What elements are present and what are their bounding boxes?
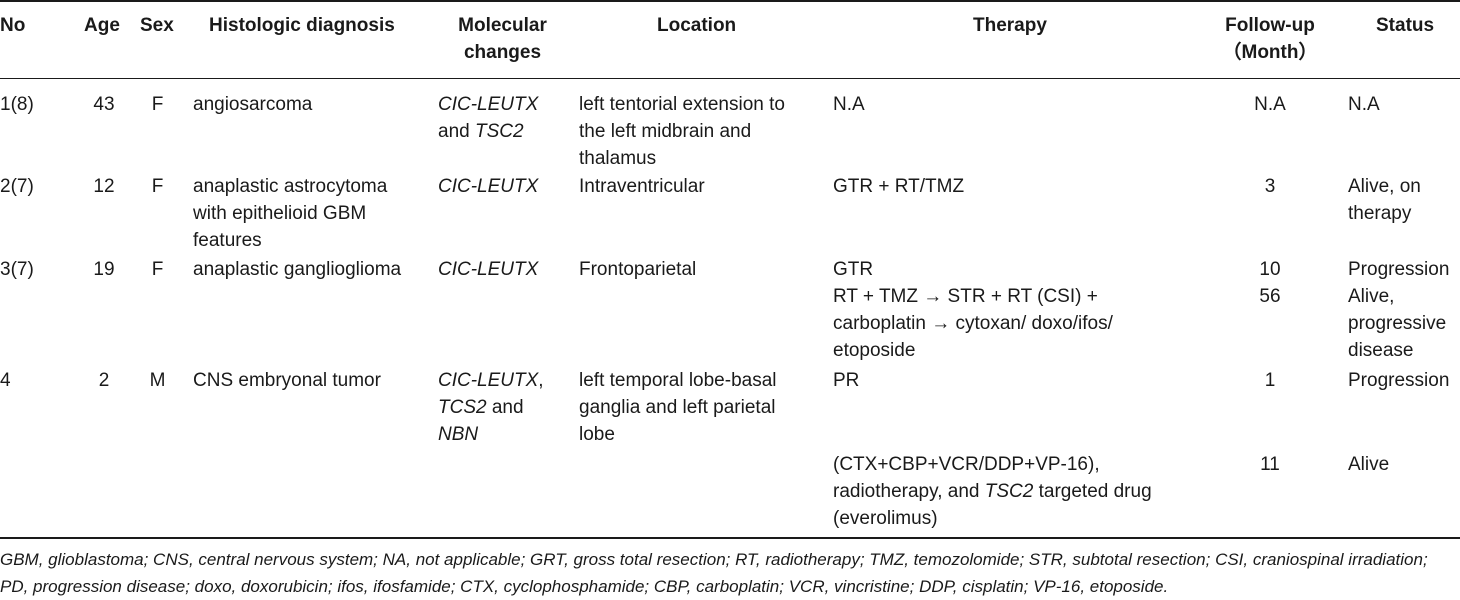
- cell-status: Progression: [1348, 370, 1450, 391]
- cell-molecular: CIC-LEUTX,: [438, 367, 544, 394]
- table-footnote: GBM, glioblastoma; CNS, central nervous …: [0, 550, 1428, 596]
- cell-no: 3(7): [0, 259, 34, 280]
- therapy-gene: TSC2: [984, 481, 1034, 502]
- cell-sex: F: [151, 176, 164, 197]
- cell-status-sub-line3: disease: [1348, 340, 1414, 361]
- cell-status-sub-line2: progressive: [1348, 313, 1447, 334]
- header-molecular-line1: Molecular: [458, 15, 547, 36]
- cell-status: Alive, on: [1348, 176, 1421, 197]
- cell-followup-sub: 56: [1259, 286, 1281, 307]
- molecular-gene: CIC-LEUTX: [438, 370, 539, 391]
- cell-status-line2: therapy: [1348, 203, 1412, 224]
- header-diagnosis: Histologic diagnosis: [209, 15, 395, 36]
- header-followup-line2: （Month）: [1222, 42, 1318, 63]
- cell-location: Frontoparietal: [579, 259, 697, 280]
- header-followup-line1: Follow-up: [1225, 15, 1315, 36]
- therapy-text: targeted drug: [1033, 481, 1152, 502]
- header-no: No: [0, 15, 26, 36]
- cell-molecular: CIC-LEUTX: [438, 176, 539, 197]
- table-top-rule: [0, 0, 1460, 2]
- molecular-joiner: and: [438, 121, 475, 142]
- header-age: Age: [84, 15, 120, 36]
- cell-followup: N.A: [1254, 94, 1286, 115]
- cell-molecular: CIC-LEUTX: [438, 94, 539, 115]
- cell-location-line3: lobe: [579, 424, 615, 445]
- cell-therapy-sub-line2: carboplatin → cytoxan/ doxo/ifos/: [833, 313, 1113, 334]
- header-sex: Sex: [140, 15, 174, 36]
- cell-therapy-sub-line3: etoposide: [833, 340, 916, 361]
- header-location: Location: [657, 15, 737, 36]
- molecular-joiner: and: [486, 397, 524, 418]
- cell-diagnosis-line3: features: [193, 230, 262, 251]
- cell-therapy: PR: [833, 370, 860, 391]
- cell-molecular-line2: and TSC2: [438, 118, 524, 145]
- cell-no: 2(7): [0, 176, 34, 197]
- cell-age: 43: [93, 94, 115, 115]
- cell-age: 12: [93, 176, 115, 197]
- cell-location-line2: ganglia and left parietal: [579, 397, 776, 418]
- cell-molecular-line2: TCS2 and: [438, 394, 524, 421]
- cell-location: left temporal lobe-basal: [579, 370, 777, 391]
- cell-therapy-sub: RT + TMZ → STR + RT (CSI) +: [833, 286, 1098, 307]
- cell-diagnosis: angiosarcoma: [193, 94, 313, 115]
- header-therapy: Therapy: [973, 15, 1047, 36]
- cell-sex: F: [151, 259, 164, 280]
- therapy-text: radiotherapy, and: [833, 481, 985, 502]
- table-bottom-rule: [0, 537, 1460, 539]
- cell-location-line3: thalamus: [579, 148, 657, 169]
- cell-followup: 3: [1264, 176, 1276, 197]
- cell-diagnosis: anaplastic ganglioglioma: [193, 259, 402, 280]
- cell-followup: 10: [1259, 259, 1281, 280]
- cell-diagnosis: anaplastic astrocytoma: [193, 176, 388, 197]
- cell-sex: F: [151, 94, 164, 115]
- cell-age: 19: [93, 259, 115, 280]
- molecular-gene: TCS2: [438, 397, 487, 418]
- molecular-gene: TSC2: [474, 121, 524, 142]
- cell-status: Progression: [1348, 259, 1450, 280]
- header-molecular-line2: changes: [463, 42, 542, 63]
- cell-therapy: N.A: [833, 94, 865, 115]
- cell-molecular: CIC-LEUTX: [438, 259, 539, 280]
- cell-status: N.A: [1348, 94, 1380, 115]
- cell-location: Intraventricular: [579, 176, 705, 197]
- cell-therapy: GTR + RT/TMZ: [833, 176, 965, 197]
- cell-sex: M: [149, 370, 166, 391]
- cell-status-sub: Alive,: [1348, 286, 1395, 307]
- cell-therapy: GTR: [833, 259, 874, 280]
- header-status: Status: [1376, 15, 1435, 36]
- cell-location: left tentorial extension to: [579, 94, 785, 115]
- cell-followup: 1: [1264, 370, 1276, 391]
- cell-therapy-sub-line2: radiotherapy, and TSC2 targeted drug: [833, 478, 1152, 505]
- cell-location-line2: the left midbrain and: [579, 121, 752, 142]
- cell-therapy-sub-line3: (everolimus): [833, 508, 938, 529]
- cell-therapy-sub: (CTX+CBP+VCR/DDP+VP-16),: [833, 454, 1100, 475]
- cell-molecular-line3: NBN: [438, 424, 479, 445]
- cell-status-sub: Alive: [1348, 454, 1390, 475]
- cell-no: 4: [0, 370, 11, 391]
- cell-age: 2: [98, 370, 110, 391]
- cell-followup-sub: 11: [1260, 454, 1280, 475]
- header-bottom-rule: [0, 78, 1460, 79]
- cell-diagnosis-line2: with epithelioid GBM: [193, 203, 367, 224]
- cell-no: 1(8): [0, 94, 34, 115]
- molecular-joiner: ,: [538, 370, 544, 391]
- cell-diagnosis: CNS embryonal tumor: [193, 370, 381, 391]
